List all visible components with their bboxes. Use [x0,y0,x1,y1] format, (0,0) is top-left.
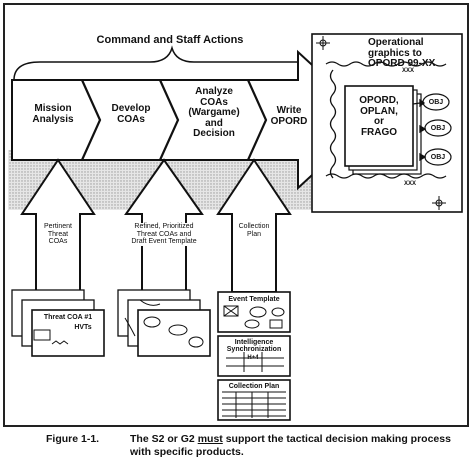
boundary-bottom-label: XXX [403,181,416,187]
caption-number: Figure 1-1. [46,433,100,445]
caption-text-start: The S2 or G2 [130,433,198,445]
input-refined-threat-coas: Refined, Prioritized Threat COAs and Dra… [124,223,204,247]
event-template-card [217,291,291,333]
caption-text: The S2 or G2 must support the tactical d… [130,433,460,459]
boundary-line-bottom [325,173,447,179]
refined-coa-stack [117,289,211,357]
chevron-divider-1 [80,79,102,161]
phase-line-left [329,69,337,179]
process-brace [13,45,323,81]
event-template-title: Event Template [228,296,280,303]
objective-2-label: OBJ [430,125,446,132]
feed-arrow-1 [20,158,96,293]
objective-3-label: OBJ [430,154,446,161]
input-pertinent-threat-coas: Pertinent Threat COAs [43,223,73,246]
order-label: OPORD, OPLAN, or FRAGO [359,95,399,138]
step-develop-coas: Develop COAs [111,103,151,125]
threat-card-title: Threat COA #1 [43,314,93,321]
step-mission-analysis: Mission Analysis [32,103,74,125]
objective-1-label: OBJ [428,99,444,106]
threat-card-hvts: HVTs [74,324,92,331]
step-write-opord: Write OPORD [270,105,308,127]
feed-arrow-3 [216,158,292,293]
crosshair-top-icon [316,36,330,50]
input-collection-plan: Collection Plan [238,223,270,238]
graphics-title: Operational graphics to OPORD 99-XX [368,37,436,69]
caption-text-end: support the tactical decision making pro… [130,433,451,459]
objective-2-shape [424,119,452,137]
chevron-divider-3 [246,79,268,161]
collection-plan-card [217,379,291,421]
order-doc-front [344,85,414,167]
step-analyze-coas: Analyze COAs (Wargame) and Decision [188,86,240,139]
objective-arrows [412,98,427,162]
threat-coa-stack [11,289,105,357]
boundary-line-top [325,61,447,67]
intel-sync-title: Intelligence Synchronization [226,339,282,353]
collection-plan-title: Collection Plan [228,383,280,390]
caption-emphasis: must [197,433,223,445]
header-title: Command and Staff Actions [96,34,244,46]
intel-sync-mark: H+4 [247,355,259,361]
crosshair-bottom-icon [432,196,446,210]
figure-frame [3,3,469,427]
intel-sync-card [217,335,291,377]
chevron-divider-2 [158,79,180,161]
boundary-top-label: XXX [401,68,414,74]
